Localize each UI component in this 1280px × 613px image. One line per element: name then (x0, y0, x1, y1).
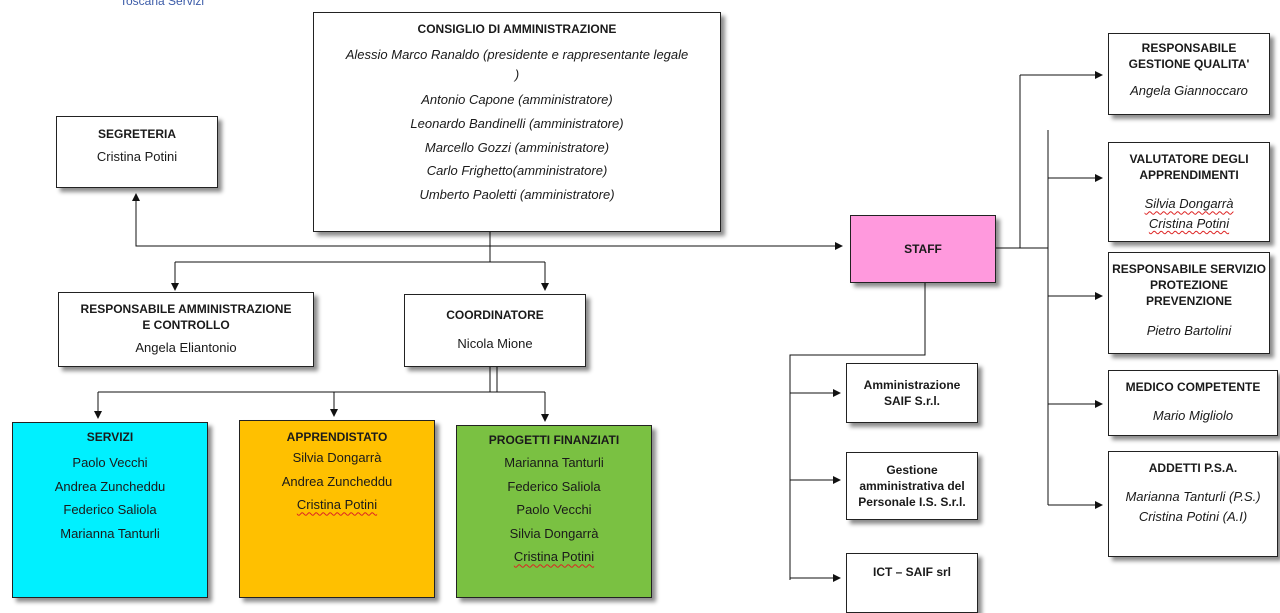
servizi-member: Andrea Zuncheddu (54, 478, 166, 494)
segreteria-name: Cristina Potini (96, 149, 178, 165)
valutatore-title: VALUTATORE DEGLI APPRENDIMENTI (1129, 152, 1249, 183)
staff-box: STAFF (850, 215, 996, 283)
progetti-finanziati-member: Paolo Vecchi (516, 502, 592, 518)
apprendistato-member: Cristina Potini (296, 497, 378, 513)
progetti-finanziati-member: Silvia Dongarrà (509, 525, 599, 541)
apprendistato-title: APPRENDISTATO (286, 430, 388, 444)
cda-member: Umberto Paoletti (amministratore) (419, 186, 615, 202)
cda-member: Alessio Marco Ranaldo (presidente e rapp… (345, 47, 689, 83)
servizi-member: Marianna Tanturli (60, 525, 160, 541)
cda-member: Marcello Gozzi (amministratore) (424, 139, 610, 155)
progetti-finanziati-member: Cristina Potini (513, 549, 595, 565)
ict-box: ICT – SAIF srl (846, 553, 978, 613)
servizi-member: Paolo Vecchi (72, 455, 148, 471)
addetti-title: ADDETTI P.S.A. (1148, 461, 1238, 475)
valutatore-member: Cristina Potini (1148, 215, 1230, 231)
cda-box: CONSIGLIO DI AMMINISTRAZIONE Alessio Mar… (313, 12, 721, 232)
amministrazione-saif-title: Amministrazione SAIF S.r.l. (863, 377, 961, 408)
addetti-member: Cristina Potini (A.I) (1138, 508, 1248, 524)
coordinatore-box: COORDINATORE Nicola Mione (404, 294, 586, 367)
amministrazione-saif-box: Amministrazione SAIF S.r.l. (846, 363, 978, 423)
rspp-box: RESPONSABILE SERVIZIO PROTEZIONE PREVENZ… (1108, 252, 1270, 354)
medico-title: MEDICO COMPETENTE (1125, 380, 1261, 394)
responsabile-qualita-title: RESPONSABILE GESTIONE QUALITA' (1128, 41, 1250, 72)
coordinatore-title: COORDINATORE (446, 308, 544, 322)
apprendistato-member: Andrea Zuncheddu (281, 473, 393, 489)
responsabile-qualita-box: RESPONSABILE GESTIONE QUALITA' Angela Gi… (1108, 33, 1270, 115)
coordinatore-name: Nicola Mione (457, 336, 533, 352)
header-fragment: Toscana Servizi (120, 0, 205, 8)
addetti-box: ADDETTI P.S.A. Marianna Tanturli (P.S.) … (1108, 451, 1278, 557)
staff-title: STAFF (904, 241, 942, 256)
cda-member: Antonio Capone (amministratore) (421, 92, 613, 108)
segreteria-title: SEGRETERIA (97, 127, 176, 141)
medico-name: Mario Migliolo (1152, 408, 1234, 424)
valutatore-member: Silvia Dongarrà (1144, 196, 1234, 212)
progetti-finanziati-title: PROGETTI FINANZIATI (488, 433, 620, 447)
responsabile-amministrazione-title: RESPONSABILE AMMINISTRAZIONE E CONTROLLO (80, 302, 292, 333)
valutatore-box: VALUTATORE DEGLI APPRENDIMENTI Silvia Do… (1108, 142, 1270, 242)
gestione-personale-title: Gestione amministrativa del Personale I.… (858, 462, 966, 510)
cda-member: Leonardo Bandinelli (amministratore) (410, 116, 624, 132)
apprendistato-member: Silvia Dongarrà (292, 450, 382, 466)
progetti-finanziati-member: Marianna Tanturli (504, 455, 604, 471)
segreteria-box: SEGRETERIA Cristina Potini (56, 116, 218, 188)
servizi-box: SERVIZI Paolo Vecchi Andrea Zuncheddu Fe… (12, 422, 208, 598)
ict-title: ICT – SAIF srl (872, 565, 952, 579)
progetti-finanziati-box: PROGETTI FINANZIATI Marianna Tanturli Fe… (456, 425, 652, 598)
responsabile-amministrazione-box: RESPONSABILE AMMINISTRAZIONE E CONTROLLO… (58, 292, 314, 367)
rspp-name: Pietro Bartolini (1146, 322, 1232, 338)
servizi-member: Federico Saliola (63, 502, 157, 518)
apprendistato-box: APPRENDISTATO Silvia Dongarrà Andrea Zun… (239, 420, 435, 598)
responsabile-qualita-name: Angela Giannoccaro (1130, 83, 1248, 99)
gestione-personale-box: Gestione amministrativa del Personale I.… (846, 452, 978, 520)
medico-box: MEDICO COMPETENTE Mario Migliolo (1108, 370, 1278, 436)
servizi-title: SERVIZI (86, 430, 134, 444)
cda-member: Carlo Frighetto(amministratore) (426, 163, 608, 179)
cda-title: CONSIGLIO DI AMMINISTRAZIONE (417, 22, 617, 36)
progetti-finanziati-member: Federico Saliola (507, 478, 601, 494)
responsabile-amministrazione-name: Angela Eliantonio (135, 340, 237, 356)
addetti-member: Marianna Tanturli (P.S.) (1125, 489, 1261, 505)
rspp-title: RESPONSABILE SERVIZIO PROTEZIONE PREVENZ… (1112, 262, 1266, 309)
